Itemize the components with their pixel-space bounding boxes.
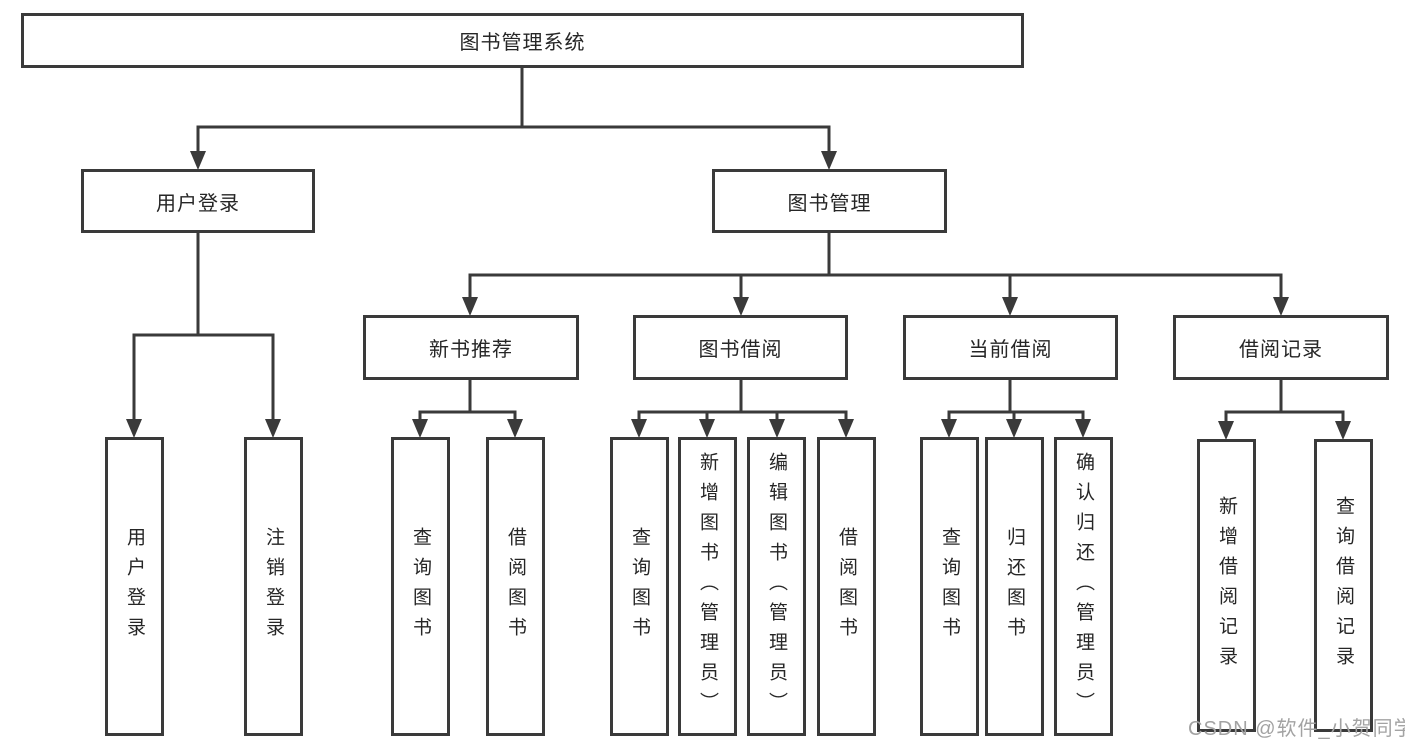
leaf-label: 注销登录 xyxy=(263,526,284,647)
leaf-label: 查询借阅记录 xyxy=(1333,495,1354,676)
leaf-borrow-books-recommend: 借阅图书 xyxy=(486,437,545,736)
node-user-login-branch: 用户登录 xyxy=(81,169,315,233)
leaf-logout: 注销登录 xyxy=(244,437,303,736)
leaf-label: 查询图书 xyxy=(629,526,650,647)
leaf-label: 用户登录 xyxy=(124,526,145,647)
leaf-query-borrow-record: 查询借阅记录 xyxy=(1314,439,1373,732)
csdn-watermark: CSDN @软件_小贺同学 xyxy=(1188,718,1405,740)
leaf-query-books-borrow: 查询图书 xyxy=(610,437,669,736)
leaf-query-books-current: 查询图书 xyxy=(920,437,979,736)
leaf-label: 确认归还（管理员） xyxy=(1073,451,1094,722)
leaf-label: 查询图书 xyxy=(939,526,960,647)
leaf-add-books-admin: 新增图书（管理员） xyxy=(678,437,737,736)
leaf-label: 查询图书 xyxy=(410,526,431,647)
node-root-system: 图书管理系统 xyxy=(21,13,1024,68)
leaf-return-books: 归还图书 xyxy=(985,437,1044,736)
leaf-label: 归还图书 xyxy=(1004,526,1025,647)
leaf-label: 借阅图书 xyxy=(836,526,857,647)
leaf-label: 编辑图书（管理员） xyxy=(766,451,787,722)
leaf-label: 新增借阅记录 xyxy=(1216,495,1237,676)
leaf-label: 新增图书（管理员） xyxy=(697,451,718,722)
leaf-label: 借阅图书 xyxy=(505,526,526,647)
leaf-confirm-return-admin: 确认归还（管理员） xyxy=(1054,437,1113,736)
leaf-add-borrow-record: 新增借阅记录 xyxy=(1197,439,1256,732)
leaf-edit-books-admin: 编辑图书（管理员） xyxy=(747,437,806,736)
leaf-user-login: 用户登录 xyxy=(105,437,164,736)
leaf-borrow-books: 借阅图书 xyxy=(817,437,876,736)
node-current-borrow: 当前借阅 xyxy=(903,315,1118,380)
node-borrow-records: 借阅记录 xyxy=(1173,315,1389,380)
node-new-book-recommend: 新书推荐 xyxy=(363,315,579,380)
node-book-borrow: 图书借阅 xyxy=(633,315,848,380)
node-book-management-branch: 图书管理 xyxy=(712,169,947,233)
leaf-query-books-recommend: 查询图书 xyxy=(391,437,450,736)
